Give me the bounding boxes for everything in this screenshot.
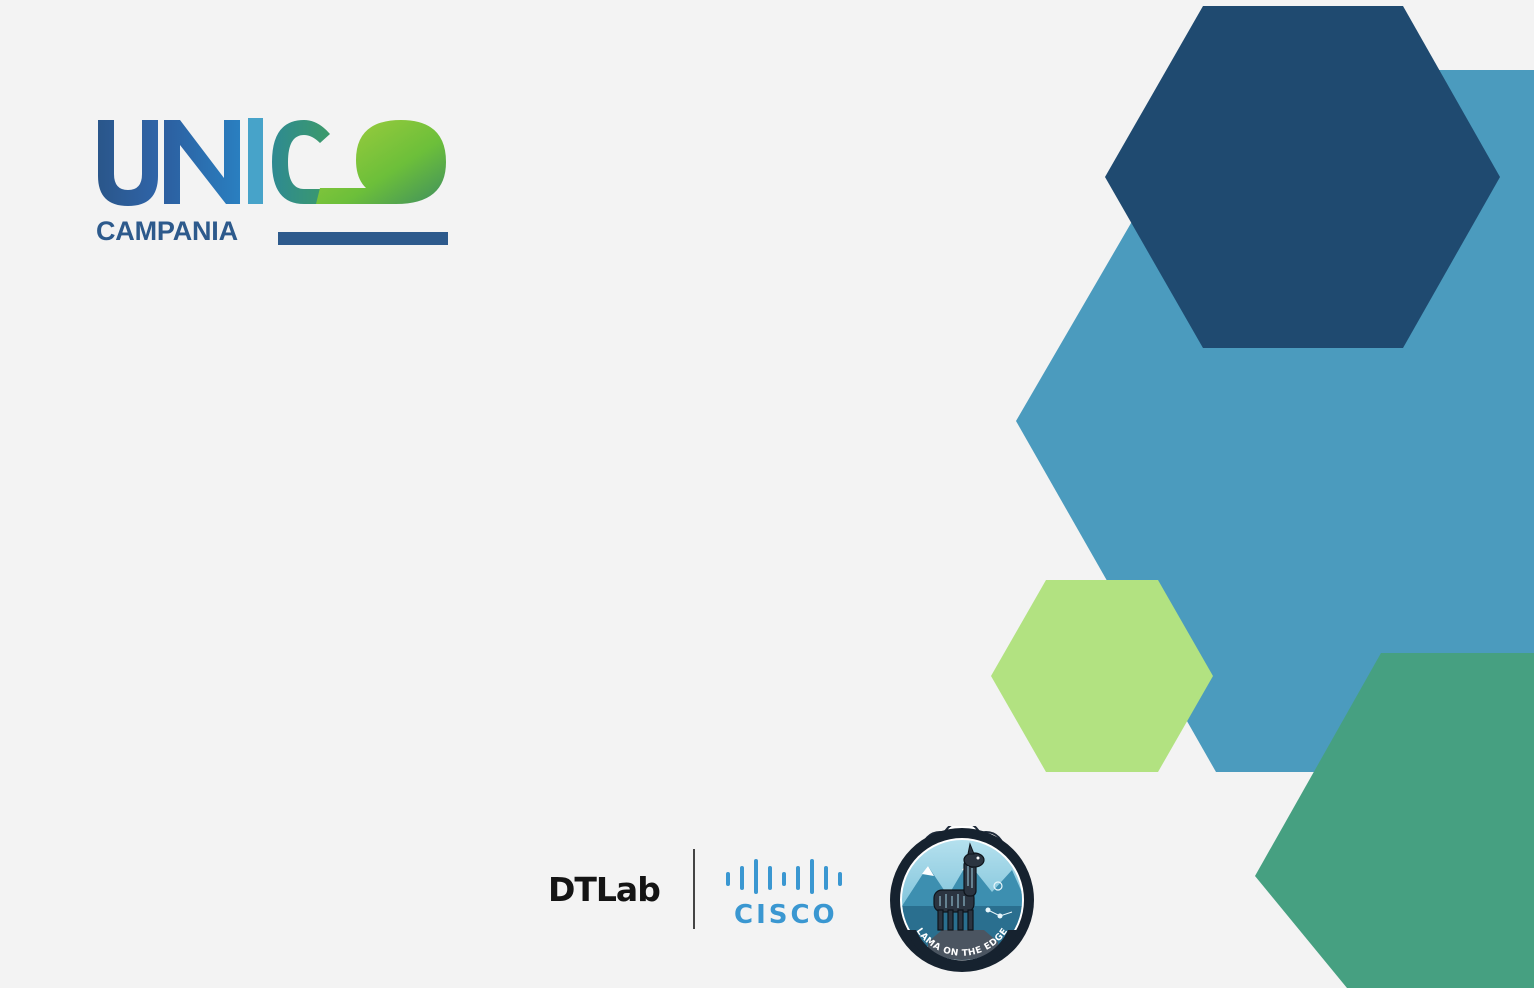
unico-campania-logo: CAMPANIA: [96, 112, 452, 252]
unico-logo-mark: [98, 118, 448, 245]
hexagon-steel-blue: [1016, 70, 1534, 772]
cisco-bars-icon: [726, 859, 842, 894]
cisco-logo: CISCO: [722, 858, 854, 930]
hexagon-navy: [1105, 6, 1500, 348]
cisco-wordmark: CISCO: [734, 900, 838, 930]
hexagon-teal-green: [1255, 653, 1534, 988]
llama-badge-icon: LAMA ON THE EDGE: [890, 826, 1034, 972]
hexagon-lime: [991, 580, 1213, 772]
logo-divider: [693, 849, 695, 929]
dtlab-logo: DTLab: [548, 870, 661, 909]
brand-subtitle: CAMPANIA: [96, 216, 238, 246]
